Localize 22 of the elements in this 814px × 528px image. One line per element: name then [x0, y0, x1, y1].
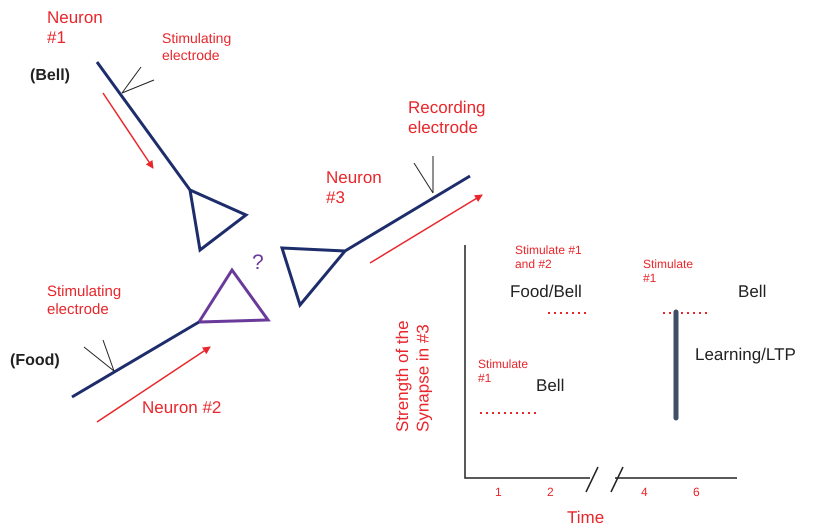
stimulus-note: Stimulate #1 [643, 257, 694, 286]
question-mark: ? [252, 250, 264, 276]
stimulus-label: (Bell) [30, 66, 70, 86]
stimulus-note: Stimulate #1 and #2 [515, 243, 583, 272]
tick-label: 1 [495, 485, 502, 500]
axis-title: Strength of the Synapse in #3 [393, 319, 434, 432]
electrode-label: Recording electrode [408, 98, 486, 139]
neuron-label: Neuron #2 [142, 398, 222, 418]
tick-label: 4 [641, 485, 648, 500]
annotation-label: Learning/LTP [695, 345, 796, 366]
axis-title: Time [567, 508, 604, 528]
stimulus-note: Stimulate #1 [478, 357, 530, 386]
tick-label: 6 [693, 485, 700, 500]
data-label: Food/Bell [510, 282, 582, 302]
data-label: Bell [738, 282, 766, 302]
electrode-label: Stimulating electrode [162, 30, 232, 64]
data-label: Bell [536, 376, 564, 396]
tick-label: 2 [547, 485, 554, 500]
neuron-label: Neuron #3 [326, 168, 383, 209]
electrode-label: Stimulating electrode [47, 283, 122, 319]
stimulus-label: (Food) [10, 351, 60, 370]
neuron-label: Neuron #1 [47, 8, 104, 49]
